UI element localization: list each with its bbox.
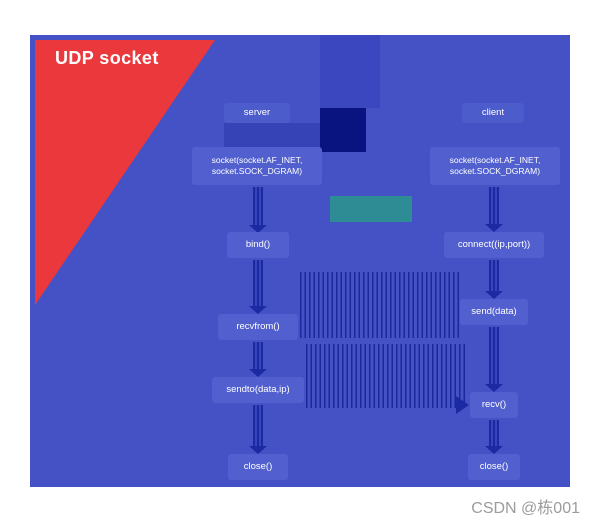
server-recvfrom-box: recvfrom()	[218, 314, 298, 340]
teal-accent-block	[330, 196, 412, 222]
message-arrow-send-to-recvfrom	[300, 272, 460, 338]
diagram-background: UDP socket server socket(socket.AF_INET,…	[30, 35, 570, 487]
message-arrow-sendto-to-recv	[306, 344, 466, 408]
diagram-title: UDP socket	[55, 48, 159, 68]
server-bind-box: bind()	[227, 232, 289, 258]
background-patch	[320, 35, 380, 108]
client-arrow-recv-to-close	[485, 420, 503, 454]
server-header: server	[224, 103, 290, 123]
client-recv-box: recv()	[470, 392, 518, 418]
client-connect-box: connect((ip,port))	[444, 232, 544, 258]
client-send-box: send(data)	[460, 299, 528, 325]
navy-accent-block	[320, 108, 366, 152]
client-header: client	[462, 103, 524, 123]
client-arrow-connect-to-send	[485, 260, 503, 299]
server-arrow-recvfrom-to-sendto	[249, 342, 267, 377]
title-ribbon	[35, 40, 215, 305]
server-arrow-bind-to-recvfrom	[249, 260, 267, 314]
server-sendto-box: sendto(data,ip)	[212, 377, 304, 403]
client-arrow-send-to-recv	[485, 327, 503, 392]
client-socket-box: socket(socket.AF_INET, socket.SOCK_DGRAM…	[430, 147, 560, 185]
server-arrow-socket-to-bind	[249, 187, 267, 233]
client-close-box: close()	[468, 454, 520, 480]
server-close-box: close()	[228, 454, 288, 480]
server-socket-box: socket(socket.AF_INET, socket.SOCK_DGRAM…	[192, 147, 322, 185]
watermark-text: CSDN @栋001	[471, 500, 580, 517]
arrowhead-right-icon	[456, 396, 469, 414]
client-arrow-socket-to-connect	[485, 187, 503, 232]
background-patch	[224, 123, 320, 151]
server-arrow-sendto-to-close	[249, 405, 267, 454]
